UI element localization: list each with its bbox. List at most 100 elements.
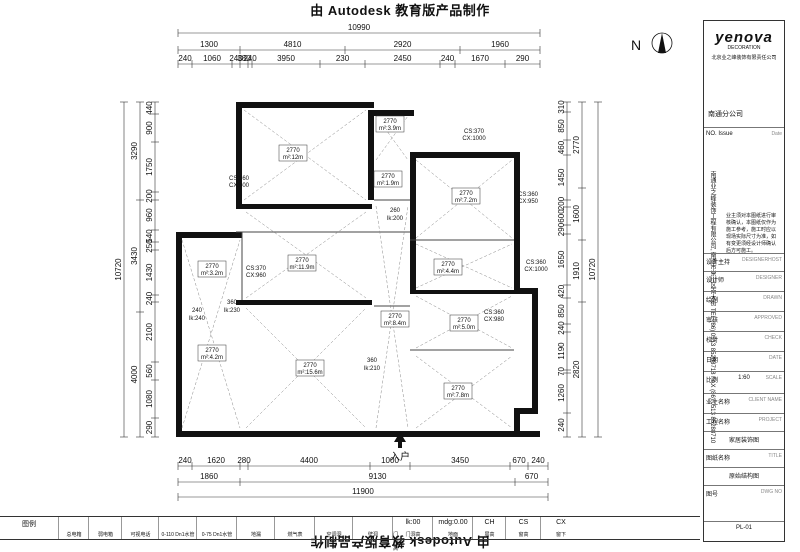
autodesk-stamp-top: 由 Autodesk 教育版产品制作 <box>310 3 490 18</box>
entrance-arrow <box>394 432 406 448</box>
row-english: TITLE <box>768 453 782 459</box>
disclaimer-note: 业主须对本图纸进行审核确认，本图纸仅作为施工参考，施工时应以现场实际尺寸为准，如… <box>726 213 777 254</box>
legend-value-code: CX <box>556 519 566 526</box>
row-english: SCALE <box>765 375 782 381</box>
row-value: 原始结构图 <box>728 474 759 480</box>
row-english: CLIENT NAME <box>748 397 782 403</box>
dim-top-row2-value: 230 <box>336 54 350 63</box>
dim-right-row2-value: 420 <box>557 284 566 298</box>
room-tag <box>287 254 317 272</box>
dim-top-row2-value: 3950 <box>277 54 295 63</box>
row-english: CHECK <box>764 335 782 341</box>
title-block: yenova DECORATION 北京业之峰装饰有限责任公司 南通分公司 南通… <box>703 20 785 542</box>
room-height: 2770 <box>459 191 473 197</box>
wall <box>410 152 520 158</box>
dim-top-total-value: 10990 <box>348 23 371 32</box>
dim-top-row2-value: 380 <box>237 54 251 63</box>
dim-bottom-row2-value: 3450 <box>451 456 469 465</box>
wall <box>514 408 538 414</box>
row-english: Date <box>771 131 782 137</box>
title-block-row: 业主名称 CLIENT NAME <box>704 393 784 408</box>
dim-top-row2-value: 240 <box>441 54 455 63</box>
dim-bottom-row2-value: 1620 <box>207 456 225 465</box>
dim-right-row2-value: 240 <box>557 418 566 432</box>
legend-value-label: 地面 <box>447 532 458 538</box>
dim-top-row2-value: 290 <box>516 54 530 63</box>
dim-bottom-row2-value: 280 <box>237 456 251 465</box>
room-area: m²:3.2m <box>201 271 223 277</box>
door-label: 260 <box>390 208 401 214</box>
legend-item: 总电箱 <box>58 517 89 539</box>
entrance-label: 入户 <box>390 450 410 463</box>
dim-bottom-row2-value: 1000 <box>381 456 399 465</box>
wall <box>532 288 538 408</box>
row-english: PROJECT <box>758 417 782 423</box>
dim-left-row2-value: 960 <box>145 208 154 222</box>
legend-value-label: 层高 <box>484 532 495 538</box>
wall <box>514 288 538 294</box>
row-english: APPROVED <box>754 315 782 321</box>
north-letter: N <box>631 37 641 53</box>
legend-value-code: CS <box>518 519 529 526</box>
row-key: 日期 <box>706 358 719 364</box>
room-tag <box>433 258 463 276</box>
legend-item: 壁洞 <box>352 517 393 539</box>
window-sill-height: CS:370 <box>246 266 267 272</box>
legend-item: 0-75 Dn1水管 <box>196 517 237 539</box>
room-height: 2770 <box>303 363 317 369</box>
dim-left-row2-value: 250 <box>145 239 154 253</box>
room-area: m²:4.2m <box>201 355 223 361</box>
room-height: 2770 <box>383 119 397 125</box>
row-key: 设计师 <box>706 278 725 284</box>
door-label: lk:200 <box>387 216 404 222</box>
room-height: 2770 <box>205 348 219 354</box>
room-height: 2770 <box>295 258 309 264</box>
wall <box>176 232 242 238</box>
dim-top-row1-value: 1960 <box>491 40 509 49</box>
room-area: m²:3.9m <box>379 126 401 132</box>
dim-bottom-row1-value: 1860 <box>200 472 218 481</box>
room-tag <box>380 310 410 328</box>
room-area: m²:15.6m <box>297 370 322 376</box>
legend-value-label: 窗下 <box>555 532 566 538</box>
legend-item: 燃气表 <box>274 517 315 539</box>
legend-value-code: CH <box>484 519 495 526</box>
dim-left-row2-value: 440 <box>145 101 154 115</box>
row-key: 业主名称 <box>706 400 731 406</box>
window-width: CX:980 <box>484 317 505 323</box>
legend-title: 图例 <box>22 521 36 528</box>
wall <box>410 152 416 292</box>
room-height: 2770 <box>205 264 219 270</box>
company-logo: yenova <box>715 29 773 46</box>
dim-right-row2-value: 290 <box>557 222 566 236</box>
dim-right-row2-value: 1190 <box>557 342 566 360</box>
dim-right-row1-value: 2820 <box>572 360 581 378</box>
room-area: m²:7.8m <box>447 393 469 399</box>
north-arrow <box>658 33 666 53</box>
row-english: DESIGNER <box>755 275 782 281</box>
row-key: 绘制 <box>706 298 719 304</box>
door-label: lk:240 <box>189 316 206 322</box>
dim-top-row2-value: 1670 <box>471 54 489 63</box>
dim-top-row2-value: 240 <box>229 54 243 63</box>
dim-left-row2-value: 560 <box>145 364 154 378</box>
room-height: 2770 <box>451 386 465 392</box>
legend-value: CH 层高 <box>472 517 506 539</box>
door-label: 360 <box>367 358 378 364</box>
window-sill-height: CS:370 <box>464 129 485 135</box>
legend-item: 0-110 Dn1水管 <box>158 517 197 539</box>
window-width: CX:960 <box>246 273 267 279</box>
legend-value-label: 窗高 <box>518 532 529 538</box>
legend-item: 可视电话 <box>121 517 159 539</box>
dim-bottom-row1-value: 9130 <box>369 472 387 481</box>
dim-right-row1-value: 1910 <box>572 262 581 280</box>
dim-left-total-value: 10720 <box>114 258 123 281</box>
title-block-row: 家居装饰图 <box>704 431 784 446</box>
dim-left-row1-value: 4000 <box>130 365 139 383</box>
dim-left-row1-value: 3290 <box>130 142 139 160</box>
